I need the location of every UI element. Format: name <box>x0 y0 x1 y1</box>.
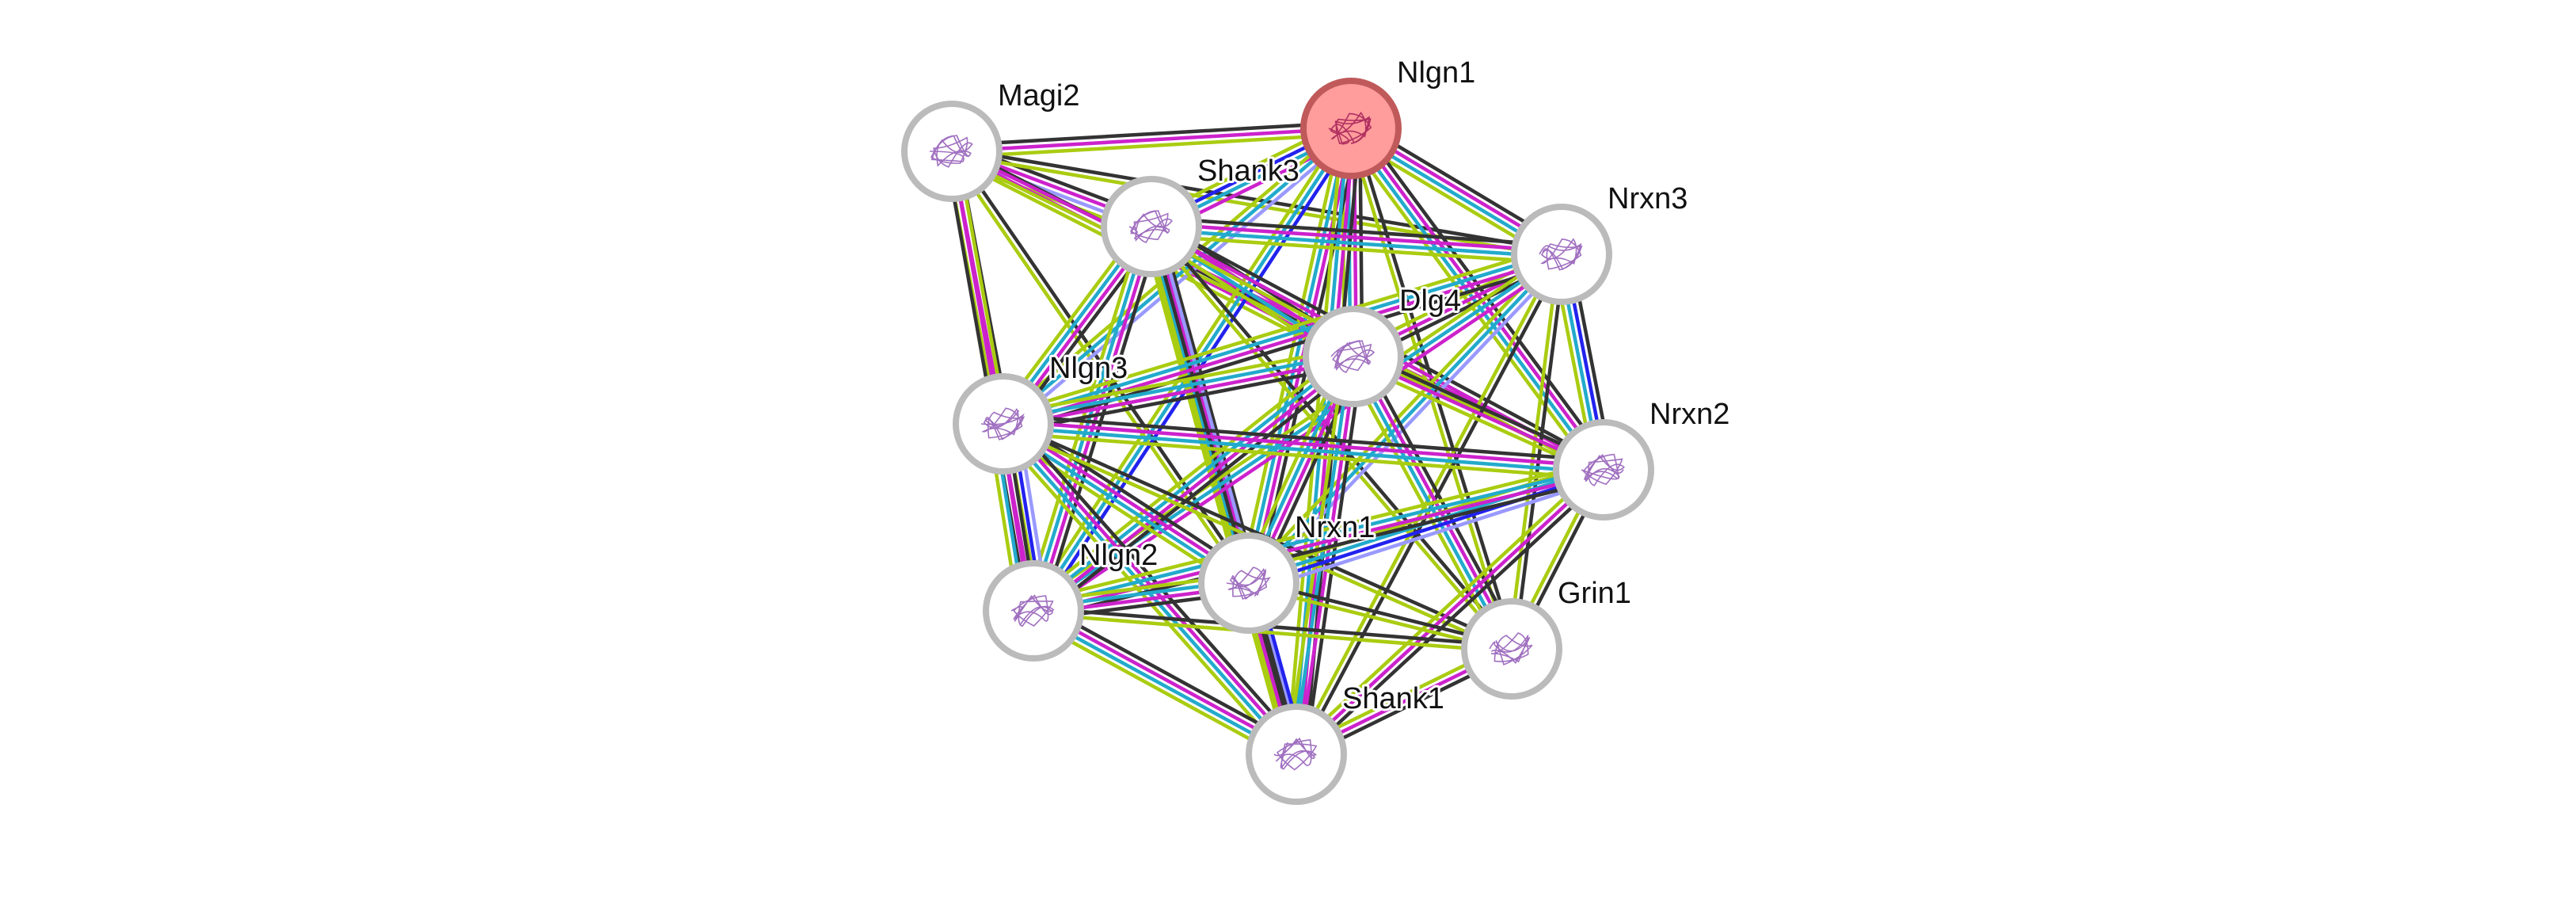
node-circle[interactable] <box>983 560 1084 662</box>
evidence-experiments-line <box>1034 227 1156 612</box>
evidence-database-line <box>1002 250 1562 423</box>
protein-structure-icon <box>1128 210 1173 243</box>
node-label: Grin1 <box>1558 577 1631 610</box>
evidence-textmining-line <box>1242 249 1559 581</box>
evidence-database-line <box>1244 127 1350 583</box>
protein-structure-icon <box>1489 632 1533 665</box>
node-circle[interactable] <box>1300 78 1402 179</box>
node-label: Shank3 <box>1197 154 1299 188</box>
evidence-database-line <box>1002 127 1353 425</box>
evidence-coexpression-line <box>1303 357 1364 756</box>
node-circle[interactable] <box>901 101 1003 202</box>
edge-Magi2-Nlgn1[interactable] <box>951 120 1352 159</box>
evidence-textmining-line <box>1344 360 1506 654</box>
evidence-homology-line <box>1155 224 1304 753</box>
protein-structure-icon <box>1328 111 1372 145</box>
node-circle[interactable] <box>1553 419 1654 521</box>
evidence-textmining-line <box>1030 459 1602 604</box>
evidence-textmining-line <box>1033 612 1512 654</box>
node-shank3[interactable]: Shank3 <box>1101 152 1302 277</box>
evidence-coexpression-line <box>1037 601 1302 749</box>
protein-structure-icon <box>980 407 1025 440</box>
nodes-layer: Magi2 Nlgn1Shank3Nrxn3Dlg4Nlgn3Nrxn2Nrxn1… <box>901 54 1732 805</box>
evidence-homology-line <box>1006 132 1356 430</box>
node-circle[interactable] <box>1101 176 1202 277</box>
edge-Shank3-Nrxn3[interactable] <box>1151 215 1562 265</box>
edge-Dlg4-Nlgn3[interactable] <box>1001 345 1356 435</box>
node-dlg4[interactable]: Dlg4 <box>1303 282 1463 407</box>
node-nlgn2[interactable]: Nlgn2 <box>983 536 1160 662</box>
node-nlgn3[interactable]: Nlgn3 <box>953 349 1130 475</box>
protein-structure-icon <box>1330 340 1376 373</box>
node-nlgn1[interactable]: Nlgn1 <box>1300 54 1478 179</box>
evidence-textmining-line <box>952 132 1352 159</box>
node-label: Nrxn2 <box>1649 398 1729 431</box>
evidence-textmining-line <box>1151 233 1562 265</box>
node-label: Shank1 <box>1342 682 1444 715</box>
evidence-database-line <box>1247 253 1563 585</box>
evidence-database-line <box>1147 227 1248 585</box>
edge-Dlg4-Nlgn2[interactable] <box>1026 348 1360 620</box>
node-label: Nlgn1 <box>1397 56 1475 90</box>
evidence-textmining-line <box>1507 254 1561 649</box>
evidence-experiments-line <box>1003 357 1355 429</box>
evidence-homology-line <box>1250 476 1608 593</box>
evidence-experiments-line <box>1003 419 1604 469</box>
evidence-coexpression-line <box>1158 223 1260 582</box>
node-nrxn2[interactable]: Nrxn2 <box>1553 395 1732 521</box>
evidence-textmining-line <box>1238 126 1345 582</box>
evidence-coexpression-line <box>1004 363 1356 435</box>
node-circle[interactable] <box>1246 704 1347 805</box>
protein-structure-icon <box>1581 453 1625 486</box>
node-label: Dlg4 <box>1399 284 1461 318</box>
node-label: Nrxn3 <box>1608 182 1688 215</box>
evidence-homology-line <box>1251 257 1568 589</box>
node-magi2[interactable]: Magi2 <box>901 77 1083 202</box>
edge-Nrxn3-Grin1[interactable] <box>1507 254 1566 650</box>
evidence-coexpression-line <box>1512 254 1566 650</box>
protein-structure-icon <box>1226 566 1271 601</box>
evidence-coexpression-line <box>1003 413 1605 463</box>
node-circle[interactable] <box>1461 598 1562 700</box>
node-label: Magi2 <box>998 79 1080 113</box>
protein-structure-icon <box>1273 737 1318 771</box>
protein-structure-icon <box>1010 594 1055 627</box>
evidence-textmining-line <box>1028 616 1293 764</box>
node-shank1[interactable]: Shank1 <box>1246 680 1447 805</box>
evidence-database-line <box>1151 227 1562 259</box>
node-label: Nrxn1 <box>1295 511 1375 544</box>
evidence-textmining-line <box>1001 345 1353 418</box>
evidence-textmining-line <box>1291 463 1601 752</box>
evidence-experiments-line <box>1151 222 1562 254</box>
evidence-experiments-line <box>1352 125 1608 470</box>
node-circle[interactable] <box>1198 532 1299 634</box>
evidence-coexpression-line <box>1037 362 1360 620</box>
evidence-textmining-line <box>1026 348 1349 605</box>
evidence-textmining-line <box>1002 430 1604 481</box>
evidence-coexpression-line <box>1151 215 1562 248</box>
evidence-experiments-line <box>951 126 1352 154</box>
edge-Nrxn2-Shank1[interactable] <box>1291 463 1609 761</box>
node-grin1[interactable]: Grin1 <box>1461 574 1634 700</box>
evidence-coexpression-line <box>1299 472 1609 761</box>
evidence-experiments-line <box>1033 357 1356 615</box>
evidence-database-line <box>1030 353 1353 610</box>
protein-structure-icon <box>929 135 973 168</box>
evidence-database-line <box>1032 465 1604 610</box>
protein-structure-icon <box>1539 238 1583 271</box>
edge-Nrxn3-Nrxn1[interactable] <box>1242 249 1568 589</box>
node-label: Nlgn3 <box>1049 352 1128 385</box>
evidence-database-line <box>1003 425 1604 475</box>
evidence-coexpression-line <box>1359 351 1521 646</box>
evidence-database-line <box>1347 128 1603 473</box>
evidence-textmining-line <box>1000 244 1560 418</box>
node-nrxn1[interactable]: Nrxn1 <box>1198 509 1377 634</box>
evidence-experiments-line <box>1295 468 1605 756</box>
node-nrxn3[interactable]: Nrxn3 <box>1511 180 1690 305</box>
evidence-cooccurrence-line <box>1249 471 1605 588</box>
evidence-database-line <box>1002 352 1353 423</box>
node-label: Nlgn2 <box>1079 539 1158 572</box>
edge-Nlgn3-Nrxn2[interactable] <box>1002 413 1605 481</box>
evidence-coexpression-line <box>951 120 1351 147</box>
